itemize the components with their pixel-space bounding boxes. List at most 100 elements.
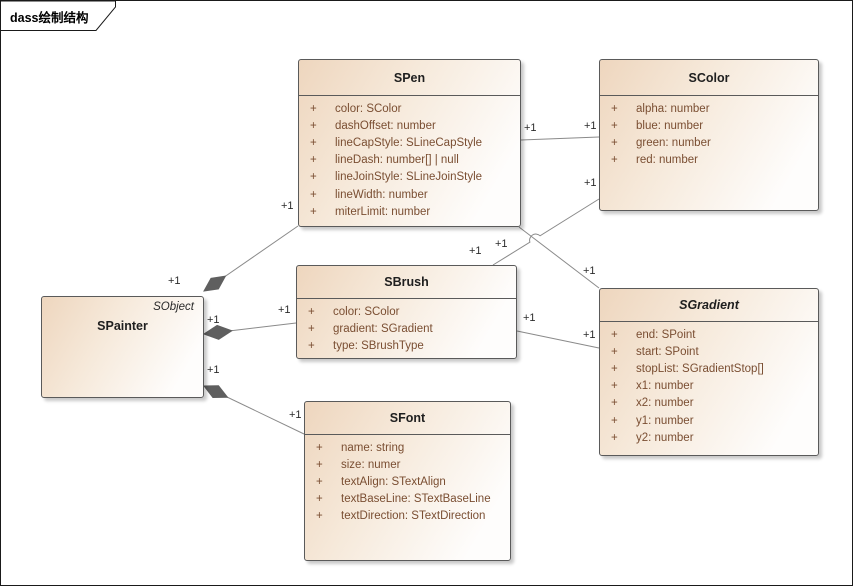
attribute-text: stopList: SGradientStop[] <box>636 362 764 375</box>
attribute-row[interactable]: +red: number <box>600 152 818 169</box>
visibility-plus: + <box>316 458 323 471</box>
attributes-compartment: + color: SColor + dashOffset: number + lineCa… <box>299 96 520 220</box>
class-title: SPainter <box>97 319 148 333</box>
visibility-plus: + <box>310 119 317 132</box>
attributes-compartment: + color: SColor +gradient: SGradient+type:… <box>297 299 516 355</box>
attributes-compartment: +name: string+size: numer+textAlign: STe… <box>305 435 510 525</box>
visibility-plus: + <box>611 431 618 444</box>
attribute-text: y1: number <box>636 414 694 427</box>
attribute-text: alpha: number <box>636 102 710 115</box>
attribute-text: lineJoinStyle: SLineJoinStyle <box>335 171 483 184</box>
visibility-plus: + <box>310 136 317 149</box>
visibility-plus: + <box>308 305 315 318</box>
diagram-title: dass绘制结构 <box>10 11 89 25</box>
multiplicity-label: +1 <box>281 200 294 212</box>
attribute-row[interactable]: + color: SColor <box>297 303 516 320</box>
attribute-row[interactable]: + alpha: number <box>600 100 818 117</box>
attribute-text: blue: number <box>636 119 704 132</box>
attribute-text: y2: number <box>636 431 694 444</box>
multiplicity-label: +1 <box>523 312 536 324</box>
attribute-row[interactable]: + stopList: SGradientStop[] <box>600 360 818 377</box>
class-sbrush[interactable]: SBrush + color: SColor +gradient: SGradient… <box>296 265 517 359</box>
visibility-plus: + <box>611 380 618 393</box>
attribute-text: lineDash: number[] | null <box>335 154 459 167</box>
attribute-row[interactable]: +end: SPoint <box>600 326 818 343</box>
visibility-plus: + <box>611 362 618 375</box>
visibility-plus: + <box>308 339 315 352</box>
attribute-text: lineWidth: number <box>335 188 428 201</box>
visibility-plus: + <box>316 493 323 506</box>
attribute-text: textAlign: STextAlign <box>341 475 446 488</box>
attribute-text: green: number <box>636 136 711 149</box>
multiplicity-label: +1 <box>583 329 596 341</box>
attribute-row[interactable]: + lineCapStyle: SLineCapStyle <box>299 134 520 151</box>
visibility-plus: + <box>310 102 317 115</box>
attribute-row[interactable]: + start: SPoint <box>600 343 818 360</box>
visibility-plus: + <box>316 510 323 523</box>
multiplicity-label: +1 <box>168 275 181 287</box>
class-sgradient[interactable]: SGradient+end: SPoint+start: SPoint+stop… <box>599 288 819 456</box>
attribute-row[interactable]: + y1: number <box>600 412 818 429</box>
class-spen[interactable]: SPen+color: SColor+dashOffset: number+li… <box>298 59 521 227</box>
attribute-row[interactable]: + lineJoinStyle: SLineJoinStyle <box>299 169 520 186</box>
attribute-text: color: SColor <box>335 102 402 115</box>
visibility-plus: + <box>310 205 317 218</box>
attribute-text: x1: number <box>636 380 694 393</box>
visibility-plus: + <box>611 102 618 115</box>
attribute-text: color: SColor <box>333 305 400 318</box>
attribute-text: x2: number <box>636 397 694 410</box>
attribute-row[interactable]: +gradient: SGradient <box>297 320 516 337</box>
attribute-text: start: SPoint <box>636 345 699 358</box>
connector-brush-color[interactable] <box>492 198 600 266</box>
attribute-row[interactable]: +textDirection: STextDirection <box>305 508 510 525</box>
multiplicity-label: +1 <box>584 177 597 189</box>
attributes-compartment: + alpha: number + blue: number +green: numbe… <box>600 96 818 169</box>
attribute-row[interactable]: +lineDash: number[] | null <box>299 152 520 169</box>
attribute-row[interactable]: + dashOffset: number <box>299 117 520 134</box>
attribute-text: lineCapStyle: SLineCapStyle <box>335 136 483 149</box>
connector-brush-gradient[interactable] <box>516 330 600 349</box>
multiplicity-label: +1 <box>278 304 291 316</box>
attribute-row[interactable]: +miterLimit: number <box>299 203 520 220</box>
attribute-row[interactable]: + blue: number <box>600 117 818 134</box>
connector-pen-gradient[interactable] <box>518 226 600 289</box>
attribute-row[interactable]: + textAlign: STextAlign <box>305 473 510 490</box>
attribute-text: end: SPoint <box>636 328 696 341</box>
parent-classifier-label: SObject <box>153 301 194 313</box>
visibility-plus: + <box>310 188 317 201</box>
connector-pen-color[interactable] <box>520 136 600 141</box>
connector-painter-font[interactable] <box>203 385 305 435</box>
connector-painter-pen[interactable] <box>203 225 299 292</box>
attribute-row[interactable]: + x1: number <box>600 378 818 395</box>
visibility-plus: + <box>316 475 323 488</box>
attribute-row[interactable]: +name: string <box>305 439 510 456</box>
attribute-text: dashOffset: number <box>335 119 436 132</box>
multiplicity-label: +1 <box>584 120 597 132</box>
attribute-text: name: string <box>341 441 405 454</box>
class-title: SBrush <box>297 266 516 299</box>
attribute-row[interactable]: + y2: number <box>600 429 818 446</box>
class-title: SColor <box>600 60 818 96</box>
visibility-plus: + <box>310 171 317 184</box>
diagram-frame-label: dass绘制结构 <box>1 1 141 35</box>
visibility-plus: + <box>611 119 618 132</box>
multiplicity-label: +1 <box>207 364 220 376</box>
visibility-plus: + <box>611 345 618 358</box>
multiplicity-label: +1 <box>469 245 482 257</box>
visibility-plus: + <box>611 414 618 427</box>
frame-tab-shape <box>1 1 116 31</box>
attribute-row[interactable]: + lineWidth: number <box>299 186 520 203</box>
attribute-row[interactable]: +green: number <box>600 134 818 151</box>
connector-painter-brush[interactable] <box>203 322 297 335</box>
multiplicity-label: +1 <box>524 122 537 134</box>
attribute-row[interactable]: +size: numer <box>305 456 510 473</box>
attribute-row[interactable]: +type: SBrushType <box>297 337 516 354</box>
attribute-row[interactable]: +x2: number <box>600 395 818 412</box>
attribute-row[interactable]: + color: SColor <box>299 100 520 117</box>
attribute-row[interactable]: +textBaseLine: STextBaseLine <box>305 491 510 508</box>
class-sfont[interactable]: SFont+name: string+size: numer+textAlign… <box>304 401 511 561</box>
class-title: SGradient <box>600 289 818 322</box>
class-scolor[interactable]: SColor + alpha: number + blue: number +green:… <box>599 59 819 211</box>
